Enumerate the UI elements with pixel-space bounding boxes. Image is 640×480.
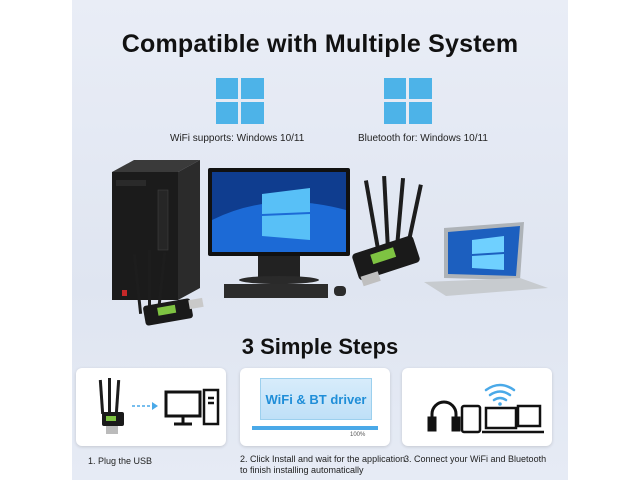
steps-title: 3 Simple Steps	[241, 334, 399, 359]
monitor-icon	[208, 168, 350, 298]
install-progress-label: 100%	[350, 432, 366, 438]
install-progress-fill	[252, 426, 378, 430]
laptop-icon	[482, 404, 544, 434]
wifi-icon	[484, 383, 516, 406]
product-image: Compatible with Multiple System WiFi sup…	[72, 0, 568, 480]
step-2-caption: 2. Click Install and wait for the applic…	[240, 454, 410, 476]
install-progress-bar	[252, 426, 378, 430]
phone-icon	[460, 404, 482, 434]
tower-pc-icon	[202, 388, 220, 426]
tower-pc-icon	[112, 160, 200, 300]
step-2-caption-line2: to finish installing automatically	[240, 465, 364, 475]
bluetooth-support-caption: Bluetooth for: Windows 10/11	[358, 133, 488, 144]
windows-logo-icon	[216, 78, 264, 124]
small-wifi-adapter-image	[132, 250, 204, 326]
headphones-icon	[427, 400, 461, 432]
step-3-card	[402, 368, 552, 446]
step-1-card	[76, 368, 226, 446]
page-title: Compatible with Multiple System	[121, 30, 519, 58]
step-1-caption: 1. Plug the USB	[88, 456, 153, 466]
arrow-right-icon	[132, 402, 158, 410]
usb-adapter-icon	[98, 378, 124, 434]
wifi-adapter-image	[352, 175, 423, 287]
laptop-icon	[424, 222, 548, 296]
monitor-icon	[164, 390, 202, 426]
windows-logo-icon	[384, 78, 432, 124]
step-2-caption-line1: 2. Click Install and wait for the applic…	[240, 454, 406, 464]
devices-scene	[72, 150, 568, 340]
step-2-card: WiFi & BT driver 100%	[240, 368, 390, 446]
step-3-caption: 3. Connect your WiFi and Bluetooth	[404, 454, 547, 464]
driver-installer-box: WiFi & BT driver	[260, 378, 372, 420]
wifi-support-caption: WiFi supports: Windows 10/11	[170, 133, 305, 144]
